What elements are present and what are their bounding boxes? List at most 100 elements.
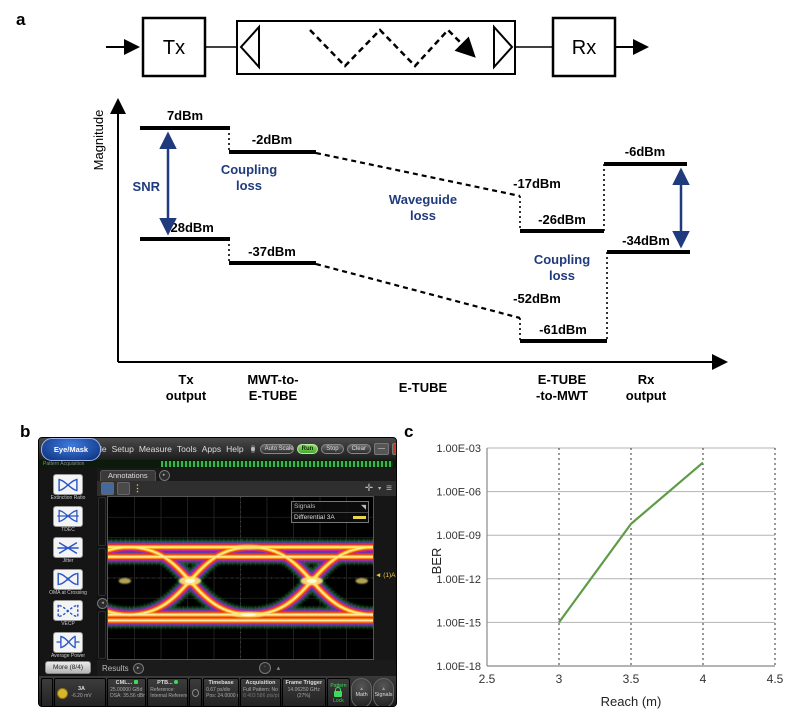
sidebar-item-vecp[interactable]: VECP bbox=[53, 600, 83, 628]
minimize-button[interactable]: — bbox=[373, 443, 389, 455]
zigzag-propagation-arrow bbox=[309, 28, 476, 68]
level-label: 7dBm bbox=[167, 108, 203, 123]
eye-measure-icon bbox=[56, 635, 80, 649]
marker-button[interactable]: ◦ bbox=[258, 662, 271, 675]
clock-icon-button[interactable] bbox=[189, 678, 203, 706]
vertical-tab[interactable] bbox=[98, 497, 106, 546]
legend-collapse-icon[interactable]: ◥ bbox=[361, 504, 366, 512]
coupling-loss-2: Coupling bbox=[534, 252, 590, 267]
menu-setup[interactable]: Setup bbox=[111, 444, 134, 454]
pin-icon[interactable]: ▴ bbox=[276, 665, 281, 673]
svg-text:loss: loss bbox=[410, 208, 436, 223]
tx-box-label: Tx bbox=[163, 37, 185, 59]
sidebar-item-extinction-ratio[interactable]: Extinction Ratio bbox=[51, 474, 85, 502]
panel-c-label: c bbox=[404, 422, 414, 441]
sidebar-item-oma-at-crossing[interactable]: OMA at Crossing bbox=[49, 568, 87, 597]
eye-measure-icon bbox=[57, 572, 79, 586]
math-button[interactable]: ▲Math bbox=[351, 678, 373, 706]
waveguide-loss-label: Waveguide bbox=[389, 192, 457, 207]
results-expand-icon[interactable]: ▸ bbox=[132, 662, 144, 674]
x-tick-label: 3.5 bbox=[623, 672, 640, 686]
clock-status-panel[interactable]: CML... 25.00000 GBd DSA: 35.56 dBm bbox=[107, 678, 147, 706]
svg-text:output: output bbox=[626, 388, 667, 403]
timebase-panel[interactable]: Timebase 0.67 ps/div Pos: 24.0000 ns bbox=[203, 678, 240, 706]
tab-dropdown-icon[interactable]: ▸ bbox=[158, 469, 170, 481]
channel-status-panel[interactable]: 3A-6.20 mV bbox=[54, 678, 107, 706]
close-button[interactable]: X bbox=[391, 443, 396, 455]
tx-box bbox=[141, 16, 207, 78]
eye-measure-icon bbox=[58, 478, 78, 491]
y-tick-label: 1.00E-03 bbox=[436, 443, 481, 455]
coupling-loss-1: Coupling bbox=[221, 162, 277, 177]
level-label: -17dBm bbox=[513, 176, 561, 191]
crosshair-tool-icon[interactable]: ✛ bbox=[364, 483, 374, 495]
pattern-acquisition-strip: Pattern Acquisition bbox=[39, 460, 396, 468]
x-category: E-TUBE bbox=[399, 380, 448, 395]
panel-b-label: b bbox=[20, 422, 31, 441]
level-label: -52dBm bbox=[513, 291, 561, 306]
channel-marker: ◄ (1)A bbox=[375, 571, 396, 579]
acquisition-panel[interactable]: Acquisition Full Pattern: No 8 403 586 p… bbox=[240, 678, 281, 706]
menu-tools[interactable]: Tools bbox=[176, 444, 197, 454]
x-tick-label: 4.5 bbox=[767, 672, 784, 686]
y-tick-label: 1.00E-15 bbox=[436, 617, 481, 629]
more-measurements-button[interactable]: More (8/4) bbox=[45, 661, 91, 674]
eye-diagram-display: Signals◥ Differential 3A bbox=[107, 496, 374, 661]
results-bar: Results ▸ ◦ ▴ bbox=[97, 660, 396, 676]
level-label: -37dBm bbox=[248, 244, 296, 259]
rx-box-label: Rx bbox=[572, 37, 596, 59]
eye-measure-icon bbox=[57, 509, 79, 523]
display-tab-row: Annotations ▸ bbox=[97, 468, 396, 481]
level-label: -2dBm bbox=[252, 132, 292, 147]
y-tick-label: 1.00E-06 bbox=[436, 487, 481, 499]
level-label: -34dBm bbox=[622, 233, 670, 248]
dropdown-chevron-icon[interactable]: ▾ bbox=[378, 486, 382, 493]
display-right-margin: ◄ (1)A bbox=[374, 496, 396, 661]
auto-scale-button[interactable]: Auto Scale bbox=[259, 444, 294, 454]
frame-trigger-panel[interactable]: Frame Trigger 14.06250 GHz (27%) bbox=[281, 678, 326, 706]
stop-button[interactable]: Stop bbox=[321, 444, 344, 454]
output-coupler-triangle bbox=[493, 24, 514, 70]
panel-a-label: a bbox=[16, 10, 26, 29]
status-ok-dot bbox=[174, 680, 179, 684]
pattern-lock-panel: Pattern Lock bbox=[326, 678, 351, 706]
x-tick-label: 4 bbox=[700, 672, 707, 686]
svg-text:E-TUBE: E-TUBE bbox=[249, 388, 298, 403]
level-label: -61dBm bbox=[539, 322, 587, 337]
x-tick-label: 2.5 bbox=[479, 672, 496, 686]
menu-measure[interactable]: Measure bbox=[138, 444, 172, 454]
sidebar-item-average-power[interactable]: Average Power bbox=[51, 631, 85, 660]
x-category: Rx bbox=[638, 372, 655, 387]
menu-help[interactable]: Help bbox=[226, 444, 244, 454]
menu-apps[interactable]: Apps bbox=[201, 444, 222, 454]
status-grip bbox=[41, 678, 54, 706]
ber-chart-svg: BER Reach (m) 1.00E-031.00E-061.00E-091.… bbox=[429, 443, 784, 709]
single-view-button[interactable] bbox=[117, 482, 130, 496]
vertical-tab[interactable] bbox=[98, 547, 106, 597]
svg-text:loss: loss bbox=[549, 268, 575, 283]
reference-status-panel[interactable]: PTB... Reference: Internal Reference bbox=[147, 678, 188, 706]
level-connectors bbox=[228, 128, 608, 341]
eye-measure-icon bbox=[57, 541, 79, 554]
scope-titlebar: Eye/Mask Keysight File Setup Measure Too… bbox=[39, 438, 396, 461]
y-tick-label: 1.00E-09 bbox=[436, 530, 481, 542]
signals-button[interactable]: ▲Signals bbox=[373, 678, 395, 706]
annotations-tab[interactable]: Annotations bbox=[100, 470, 156, 481]
camera-icon[interactable] bbox=[250, 445, 255, 453]
chevron-up-icon: ▲ bbox=[359, 686, 365, 693]
run-button[interactable]: Run bbox=[296, 444, 319, 454]
results-tab[interactable]: Results bbox=[102, 663, 129, 673]
sidebar-item-jitter[interactable]: Jitter bbox=[53, 537, 83, 565]
clear-button[interactable]: Clear bbox=[346, 444, 371, 454]
menu-hamburger-icon[interactable]: ≡ bbox=[386, 483, 392, 495]
y-tick-label: 1.00E-12 bbox=[436, 574, 481, 586]
toolbar-handle-icon[interactable]: ⋮ bbox=[133, 483, 142, 494]
vertical-tab[interactable] bbox=[98, 611, 106, 660]
level-label: -6dBm bbox=[625, 144, 665, 159]
snr-label: SNR bbox=[133, 179, 161, 194]
measurement-sidebar: Extinction Ratio TDEC Jitter OMA at Cros… bbox=[39, 468, 97, 676]
grid-view-button[interactable] bbox=[101, 482, 114, 496]
sidebar-item-tdec[interactable]: TDEC bbox=[53, 505, 83, 534]
eye-mask-mode-button[interactable]: Eye/Mask bbox=[41, 438, 101, 461]
